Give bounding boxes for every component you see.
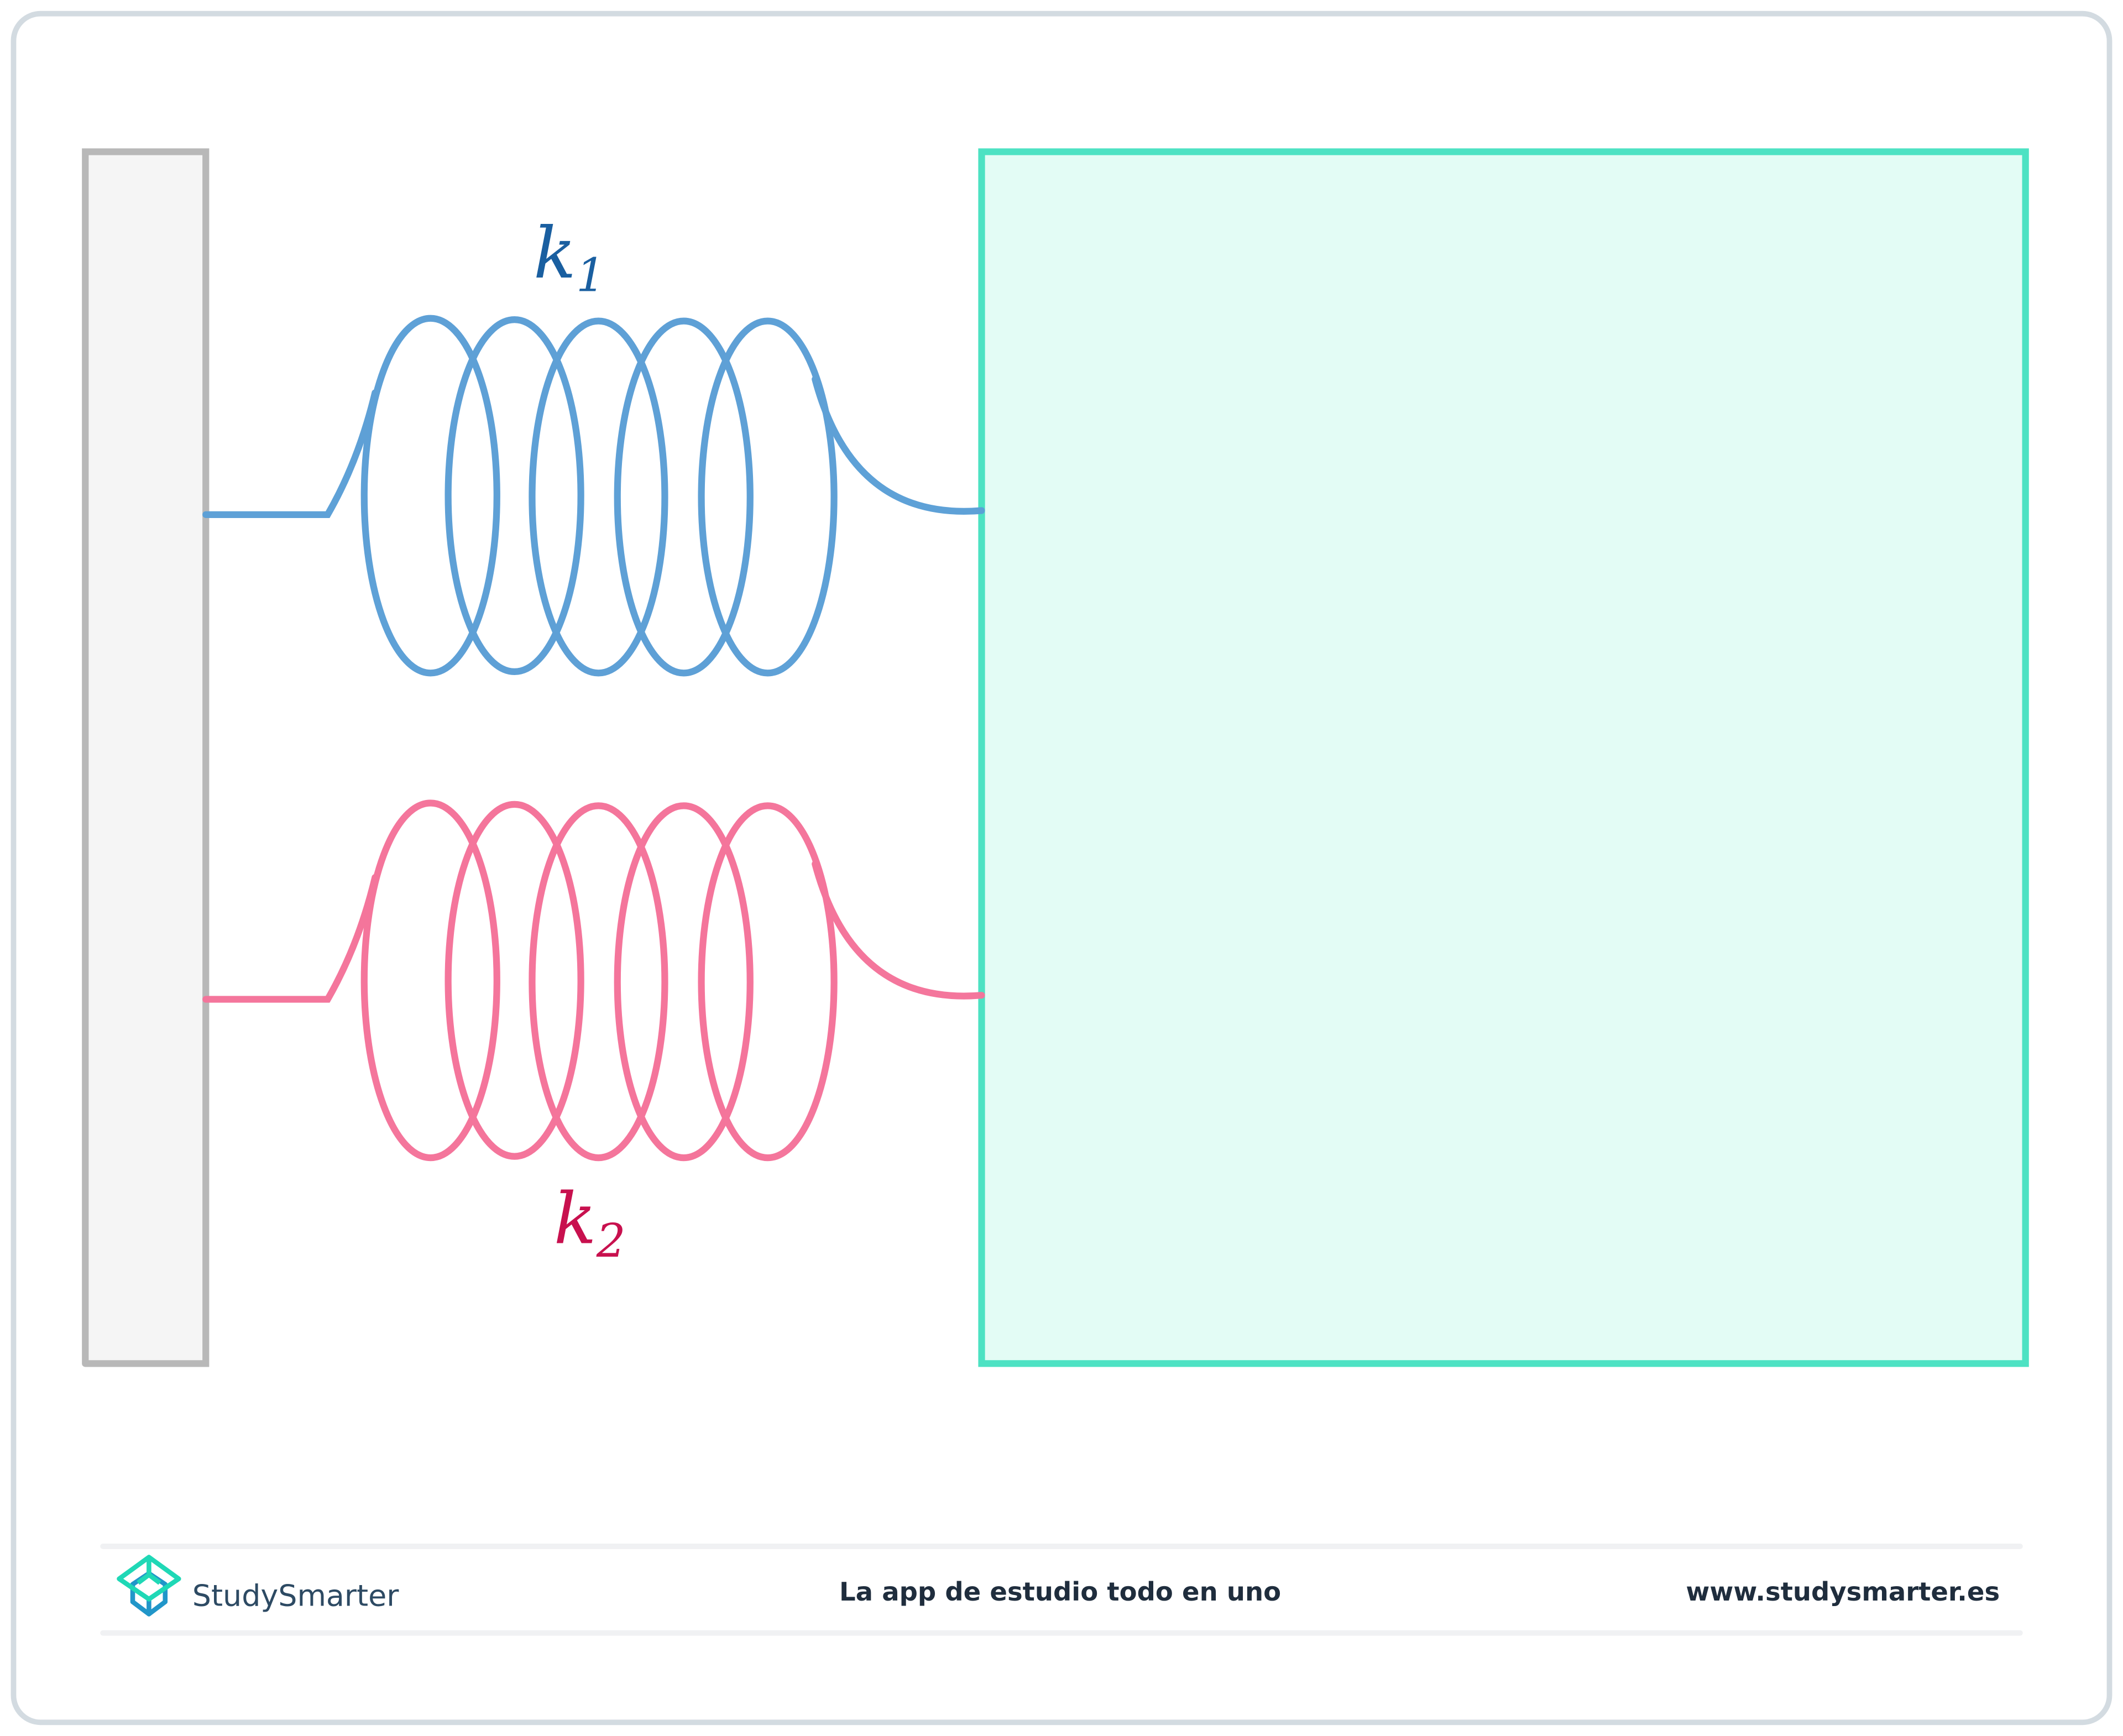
spring-k2 bbox=[202, 799, 985, 1162]
spring-k1-label: k1 bbox=[534, 213, 605, 302]
wall bbox=[82, 148, 210, 1367]
studysmarter-logo-icon bbox=[117, 1555, 181, 1617]
footer-url[interactable]: www.studysmarter.es bbox=[1686, 1577, 2000, 1607]
mass-block bbox=[978, 148, 2029, 1367]
footer-tagline: La app de estudio todo en uno bbox=[839, 1577, 1281, 1607]
brand-name: StudySmarter bbox=[192, 1578, 400, 1613]
spring-k1 bbox=[202, 315, 985, 677]
spring-k2-label: k2 bbox=[554, 1178, 626, 1267]
